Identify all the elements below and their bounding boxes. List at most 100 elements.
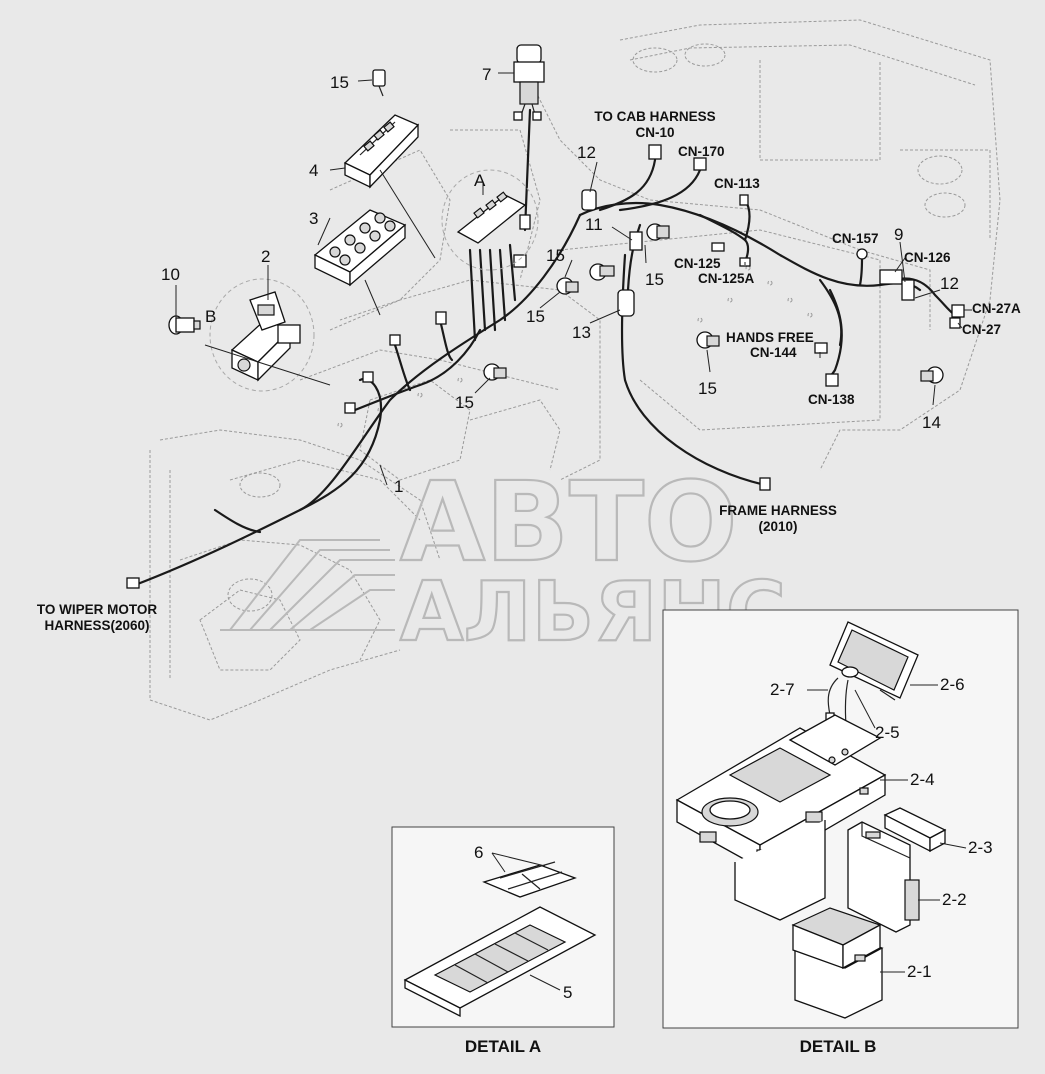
cn-27-label: CN-27 — [962, 322, 1001, 337]
part-12-clamp — [581, 189, 597, 211]
callout-2-1: 2-1 — [907, 962, 932, 981]
frame-harness-code-label: (2010) — [758, 519, 797, 534]
cn138-connector — [825, 373, 839, 387]
callout-13: 13 — [572, 323, 591, 342]
part-7-ignition-switch — [513, 44, 545, 121]
part-3-control-panel — [313, 209, 407, 287]
cn125-connector — [711, 242, 725, 252]
part-2-1-bin — [791, 907, 884, 1019]
callout-15: 15 — [330, 73, 349, 92]
cn126-connector — [879, 269, 903, 285]
bolts — [372, 69, 944, 384]
callout-1: 1 — [394, 477, 403, 496]
leader-lines — [175, 72, 972, 486]
callout-2-7: 2-7 — [770, 680, 795, 699]
callout-numbers: 15 7 4 3 2 10 B A 12 11 15 15 15 13 15 1… — [161, 65, 959, 496]
part-4-switch-panel — [343, 114, 420, 189]
callout-15: 15 — [698, 379, 717, 398]
console-body — [734, 820, 826, 921]
hands-free-label: HANDS FREE — [726, 330, 814, 345]
part-5-switch-bezel — [403, 906, 597, 1018]
bolt-15 — [556, 277, 579, 295]
callout-2-6: 2-6 — [940, 675, 965, 694]
detail-a-box: 6 5 DETAIL A — [391, 826, 615, 1056]
callout-12: 12 — [940, 274, 959, 293]
part-11-clamp — [629, 231, 643, 251]
cn-157-label: CN-157 — [832, 231, 879, 246]
bolt-15 — [646, 223, 670, 241]
watermark-line1: АВТО — [400, 458, 738, 586]
callout-15: 15 — [455, 393, 474, 412]
cn27a-connector — [951, 304, 965, 318]
harness-clips — [126, 144, 965, 589]
callout-6: 6 — [474, 843, 483, 862]
callout-3: 3 — [309, 209, 318, 228]
part-9-relay — [901, 279, 915, 301]
callout-15: 15 — [546, 246, 565, 265]
frame-harness-connector — [759, 477, 771, 491]
to-cab-harness-label: TO CAB HARNESS — [594, 109, 715, 124]
callout-2: 2 — [261, 247, 270, 266]
detail-b-box: 2-6 2-7 2-5 2-4 2-3 2-2 2-1 DETAIL B — [662, 609, 1019, 1056]
callout-10: 10 — [161, 265, 180, 284]
wiper-connector — [126, 577, 140, 589]
cn-126-label: CN-126 — [904, 250, 951, 265]
part-13-grommet — [617, 289, 635, 317]
harness-clip — [435, 311, 447, 325]
wiper-motor-label: TO WIPER MOTOR — [37, 602, 158, 617]
cn-27a-label: CN-27A — [972, 301, 1021, 316]
cn27-connector — [949, 317, 961, 329]
connector-labels: TO CAB HARNESS CN-10 CN-170 CN-113 CN-15… — [37, 109, 1021, 633]
cn-125a-label: CN-125A — [698, 271, 755, 286]
callout-b: B — [205, 307, 216, 326]
harness-clip — [513, 254, 527, 268]
cn-10-label: CN-10 — [635, 125, 674, 140]
harness-clip — [362, 371, 374, 383]
callout-15: 15 — [645, 270, 664, 289]
watermark-logo — [220, 539, 395, 631]
callout-2-3: 2-3 — [968, 838, 993, 857]
cn-138-label: CN-138 — [808, 392, 855, 407]
wiper-harness-code-label: HARNESS(2060) — [44, 618, 149, 633]
cn-170-label: CN-170 — [678, 144, 725, 159]
bolt-15 — [696, 331, 720, 349]
detail-b-caption: DETAIL B — [800, 1037, 877, 1056]
bolt-15 — [483, 363, 507, 381]
callout-11: 11 — [585, 215, 603, 234]
callout-2-4: 2-4 — [910, 770, 935, 789]
callout-12: 12 — [577, 143, 596, 162]
part-2-3-switch — [883, 807, 947, 853]
cn144-connector — [814, 342, 828, 354]
part-2-6-lid — [829, 621, 919, 701]
callout-9: 9 — [894, 225, 903, 244]
cn-113-label: CN-113 — [714, 176, 760, 191]
cab-frame-outline — [149, 19, 1001, 721]
callout-4: 4 — [309, 161, 318, 180]
part-2-2-panel — [847, 821, 920, 933]
detail-b-leaders — [807, 684, 967, 973]
callout-2-2: 2-2 — [942, 890, 967, 909]
callout-14: 14 — [922, 413, 941, 432]
frame-harness-label: FRAME HARNESS — [719, 503, 837, 518]
cn113-connector — [739, 194, 749, 206]
harness-clip — [389, 334, 401, 346]
cn170-connector — [693, 157, 707, 171]
cn-125-label: CN-125 — [674, 256, 721, 271]
detail-a-panel — [441, 169, 539, 271]
cn157-connector — [856, 248, 868, 260]
callout-7: 7 — [482, 65, 491, 84]
bolt-14 — [920, 366, 944, 384]
harness-clip — [519, 214, 531, 230]
callout-a: A — [474, 171, 486, 190]
bolt-15 — [589, 263, 615, 281]
bolt-15 — [372, 69, 386, 97]
callout-5: 5 — [563, 983, 572, 1002]
cn10-connector — [648, 144, 662, 160]
callout-2-5: 2-5 — [875, 723, 900, 742]
detail-b-console — [209, 278, 315, 392]
part-6-switch-lenses — [482, 861, 577, 898]
callout-15: 15 — [526, 307, 545, 326]
cn-144-label: CN-144 — [750, 345, 797, 360]
detail-a-caption: DETAIL A — [465, 1037, 541, 1056]
